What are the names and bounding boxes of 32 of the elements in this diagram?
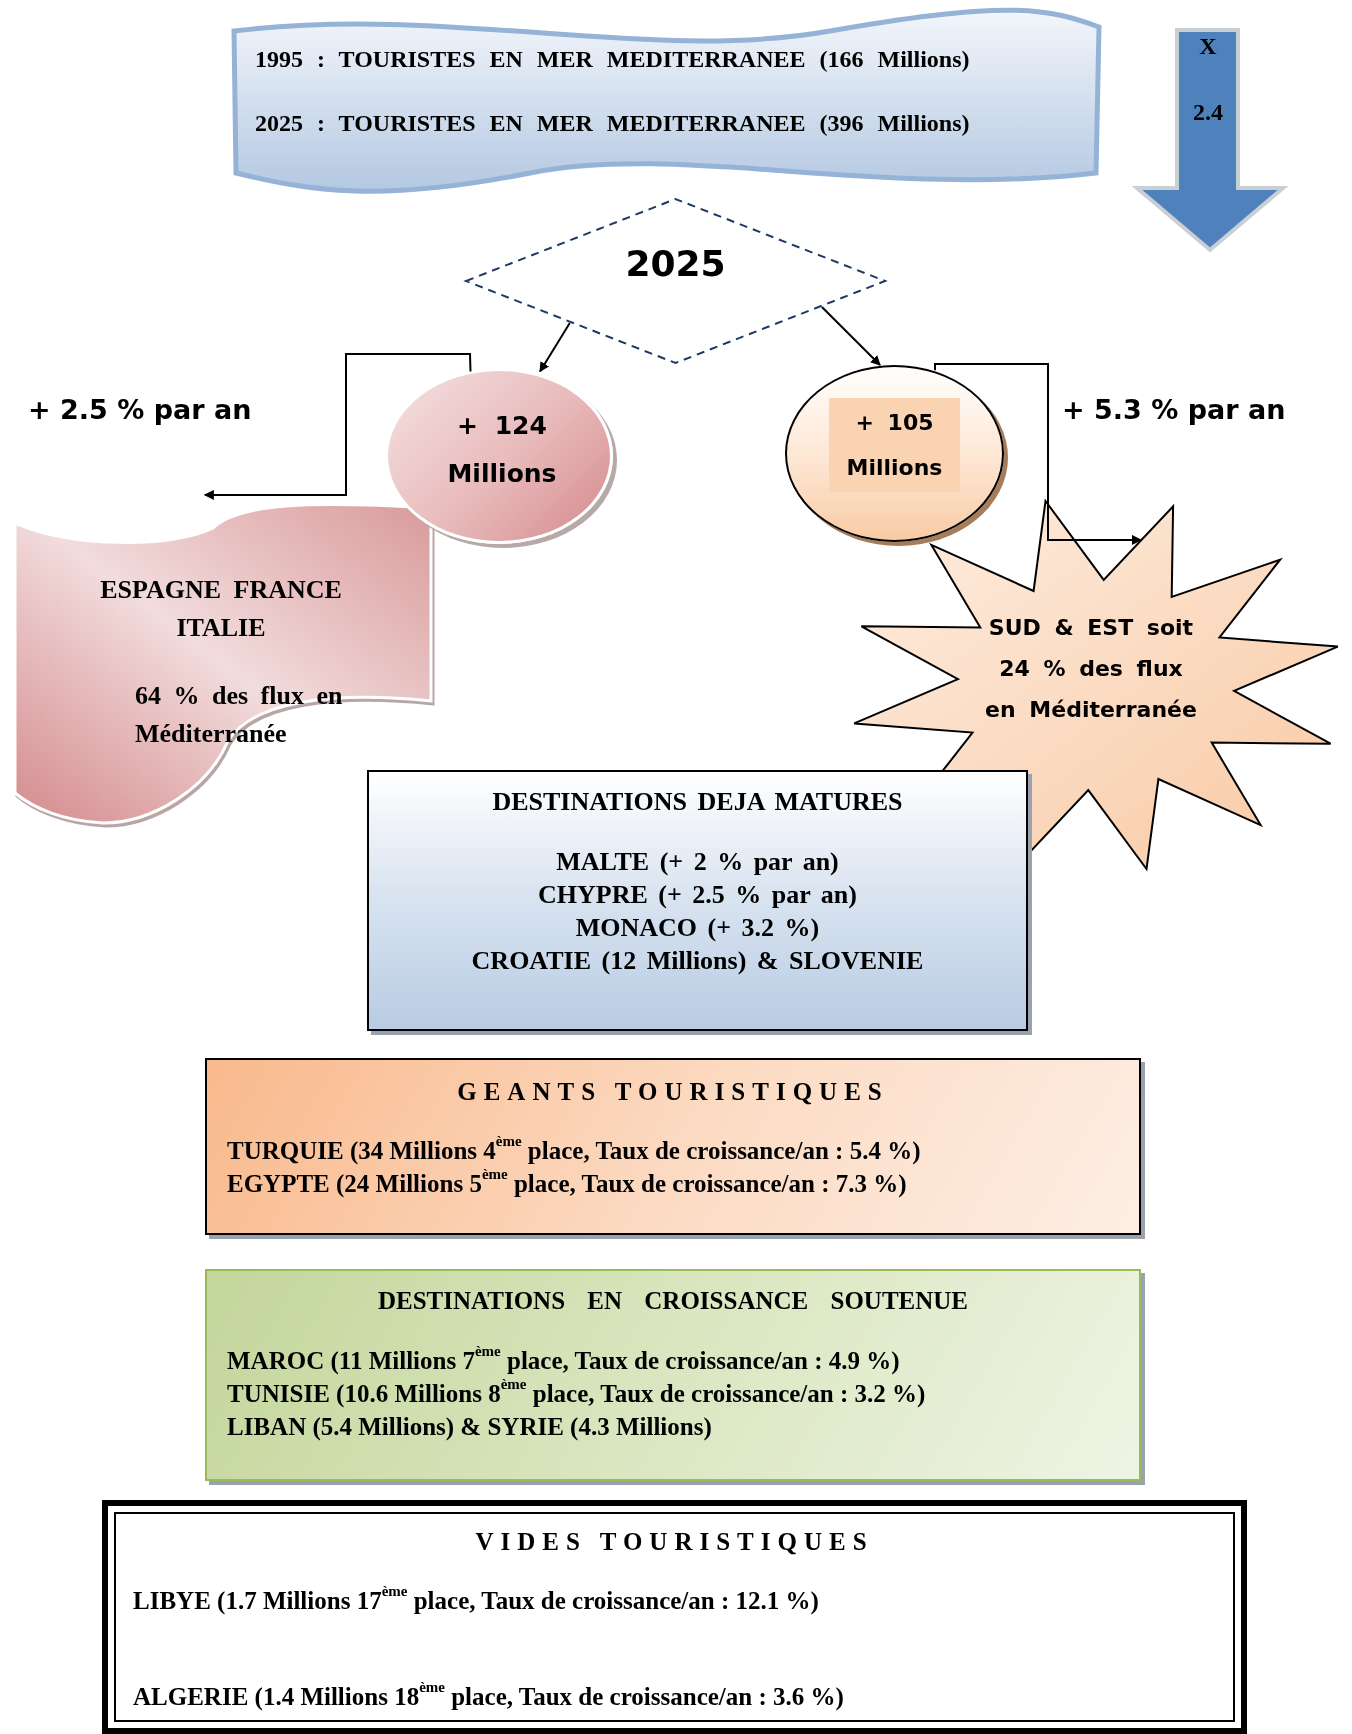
node-text: 2.4 [1192,98,1224,126]
node-text: + 105 Millions [829,398,960,492]
node-text: X [1198,32,1218,60]
entry-text: CHYPRE (+ 2.5 % par an) [537,879,858,911]
node-text: 2025 [624,242,727,286]
box-heading: DESTINATIONS DEJA MATURES [491,786,904,818]
arrow [934,363,1142,545]
entry-text: LIBAN (5.4 Millions) & SYRIE (4.3 Millions) [227,1412,713,1443]
box-heading: GEANTS TOURISTIQUES [456,1077,890,1107]
growth-rate-label: + 2.5 % par an [28,393,252,427]
entry-text: EGYPTE (24 Millions 5$^{ème}$ place, Taux de croissance/an : 7.3 %) [227,1167,908,1200]
entry-text: LIBYE (1.7 Millions 17$^{ème}$ place, Taux de croissance/an : 12.1 %) [133,1584,820,1617]
entry-text: MAROC (11 Millions 7$^{ème}$ place, Taux de croissance/an : 4.9 %) [227,1344,901,1377]
node-text: 1995 : TOURISTES EN MER MEDITERRANEE (166 Millions) [255,45,971,74]
arrow [539,322,571,373]
entry-text: CROATIE (12 Millions) & SLOVENIE [470,945,925,977]
box-heading: DESTINATIONS EN CROISSANCE SOUTENUE [376,1286,969,1316]
growth-rate-label: + 5.3 % par an [1062,393,1286,427]
arrow [203,353,472,500]
node-text: 64 % des flux en Méditerranée [135,680,344,750]
entry-text: ALGERIE (1.4 Millions 18$^{ème}$ place, Taux de croissance/an : 3.6 %) [133,1680,845,1713]
node-text: SUD & EST soit 24 % des flux en Méditerranée [984,614,1198,724]
node-text: ESPAGNE FRANCE ITALIE [99,574,343,644]
entry-text: MONACO (+ 3.2 %) [574,912,821,944]
entry-text: TUNISIE (10.6 Millions 8$^{ème}$ place, Taux de croissance/an : 3.2 %) [227,1377,927,1410]
entry-text: MALTE (+ 2 % par an) [555,846,840,878]
info-box [102,1500,1247,1734]
box-heading: VIDES TOURISTIQUES [474,1527,875,1557]
node-text: + 124 Millions [446,410,558,490]
node-text: 2025 : TOURISTES EN MER MEDITERRANEE (396 Millions) [255,109,971,138]
arrow [820,306,881,366]
entry-text: TURQUIE (34 Millions 4$^{ème}$ place, Taux de croissance/an : 5.4 %) [227,1134,922,1167]
